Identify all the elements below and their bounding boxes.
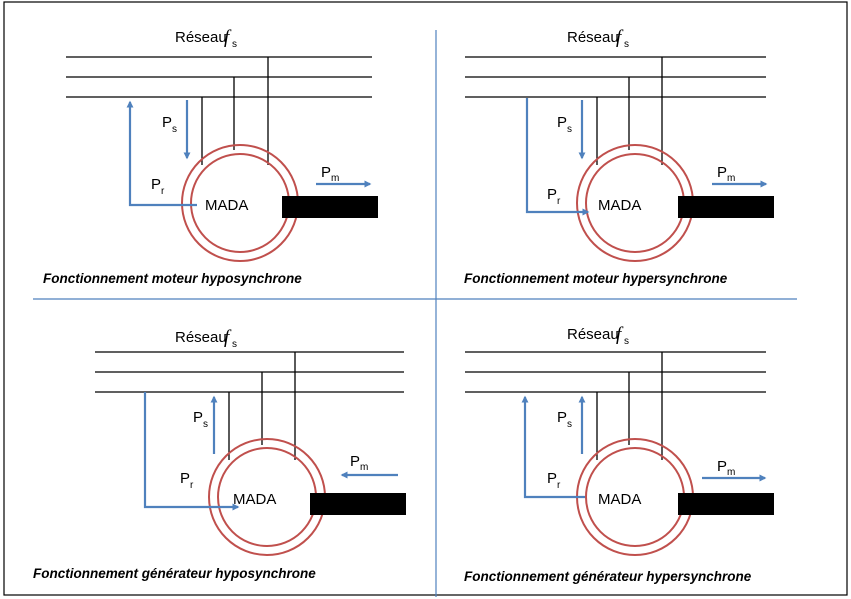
panel-caption: Fonctionnement moteur hypersynchrone [464, 271, 728, 286]
panel-motor-hyposynchronous: Réseau f s MADA P s P r P m Fonctionneme… [43, 27, 378, 286]
network-bus-lines [66, 56, 372, 165]
ps-subscript: s [203, 419, 208, 430]
panel-motor-hypersynchronous: Réseau f s MADA P s P r P m Fonctionneme… [464, 27, 774, 286]
network-bus-lines [465, 351, 766, 460]
outer-frame [3, 1, 848, 596]
network-frequency-subscript: s [232, 339, 237, 350]
panel-caption: Fonctionnement moteur hyposynchrone [43, 271, 302, 286]
pr-label: P [151, 176, 161, 193]
network-frequency-subscript: s [624, 39, 629, 50]
pr-arrow [126, 100, 197, 207]
ps-subscript: s [172, 124, 177, 135]
network-label: Réseau [175, 329, 227, 346]
shaft [678, 493, 774, 515]
pm-label: P [717, 164, 727, 181]
pr-label: P [180, 470, 190, 487]
pr-subscript: r [161, 186, 165, 197]
ps-label: P [557, 114, 567, 131]
pr-arrow [143, 392, 240, 511]
pm-subscript: m [727, 173, 735, 184]
pr-subscript: r [190, 480, 194, 491]
ps-label: P [557, 409, 567, 426]
shaft [678, 196, 774, 218]
pm-label: P [350, 453, 360, 470]
mada-label: MADA [205, 197, 248, 214]
panel-generator-hyposynchronous: Réseau f s MADA P s P r P m Fonctionneme… [33, 327, 406, 581]
network-frequency-symbol: f [224, 327, 232, 348]
pr-arrow [525, 98, 590, 216]
shaft [310, 493, 406, 515]
ps-subscript: s [567, 124, 572, 135]
ps-label: P [193, 409, 203, 426]
network-frequency-symbol: f [616, 27, 624, 48]
pr-subscript: r [557, 480, 561, 491]
mada-label: MADA [233, 491, 276, 508]
pr-label: P [547, 470, 557, 487]
pr-subscript: r [557, 196, 561, 207]
network-frequency-subscript: s [232, 39, 237, 50]
pr-arrow [521, 395, 585, 499]
network-frequency-symbol: f [224, 27, 232, 48]
pm-label: P [717, 458, 727, 475]
network-label: Réseau [567, 29, 619, 46]
panel-caption: Fonctionnement générateur hypersynchrone [464, 569, 752, 584]
network-frequency-subscript: s [624, 336, 629, 347]
pm-subscript: m [331, 173, 339, 184]
network-bus-lines [95, 351, 404, 460]
network-frequency-symbol: f [616, 324, 624, 345]
network-label: Réseau [175, 29, 227, 46]
pm-subscript: m [360, 462, 368, 473]
ps-subscript: s [567, 419, 572, 430]
pm-subscript: m [727, 467, 735, 478]
network-label: Réseau [567, 326, 619, 343]
shaft [282, 196, 378, 218]
ps-label: P [162, 114, 172, 131]
mada-label: MADA [598, 491, 641, 508]
mada-label: MADA [598, 197, 641, 214]
pm-label: P [321, 164, 331, 181]
pr-label: P [547, 186, 557, 203]
panel-generator-hypersynchronous: Réseau f s MADA P s P r P m Fonctionneme… [464, 324, 774, 584]
network-bus-lines [465, 56, 766, 165]
panel-caption: Fonctionnement générateur hyposynchrone [33, 566, 316, 581]
